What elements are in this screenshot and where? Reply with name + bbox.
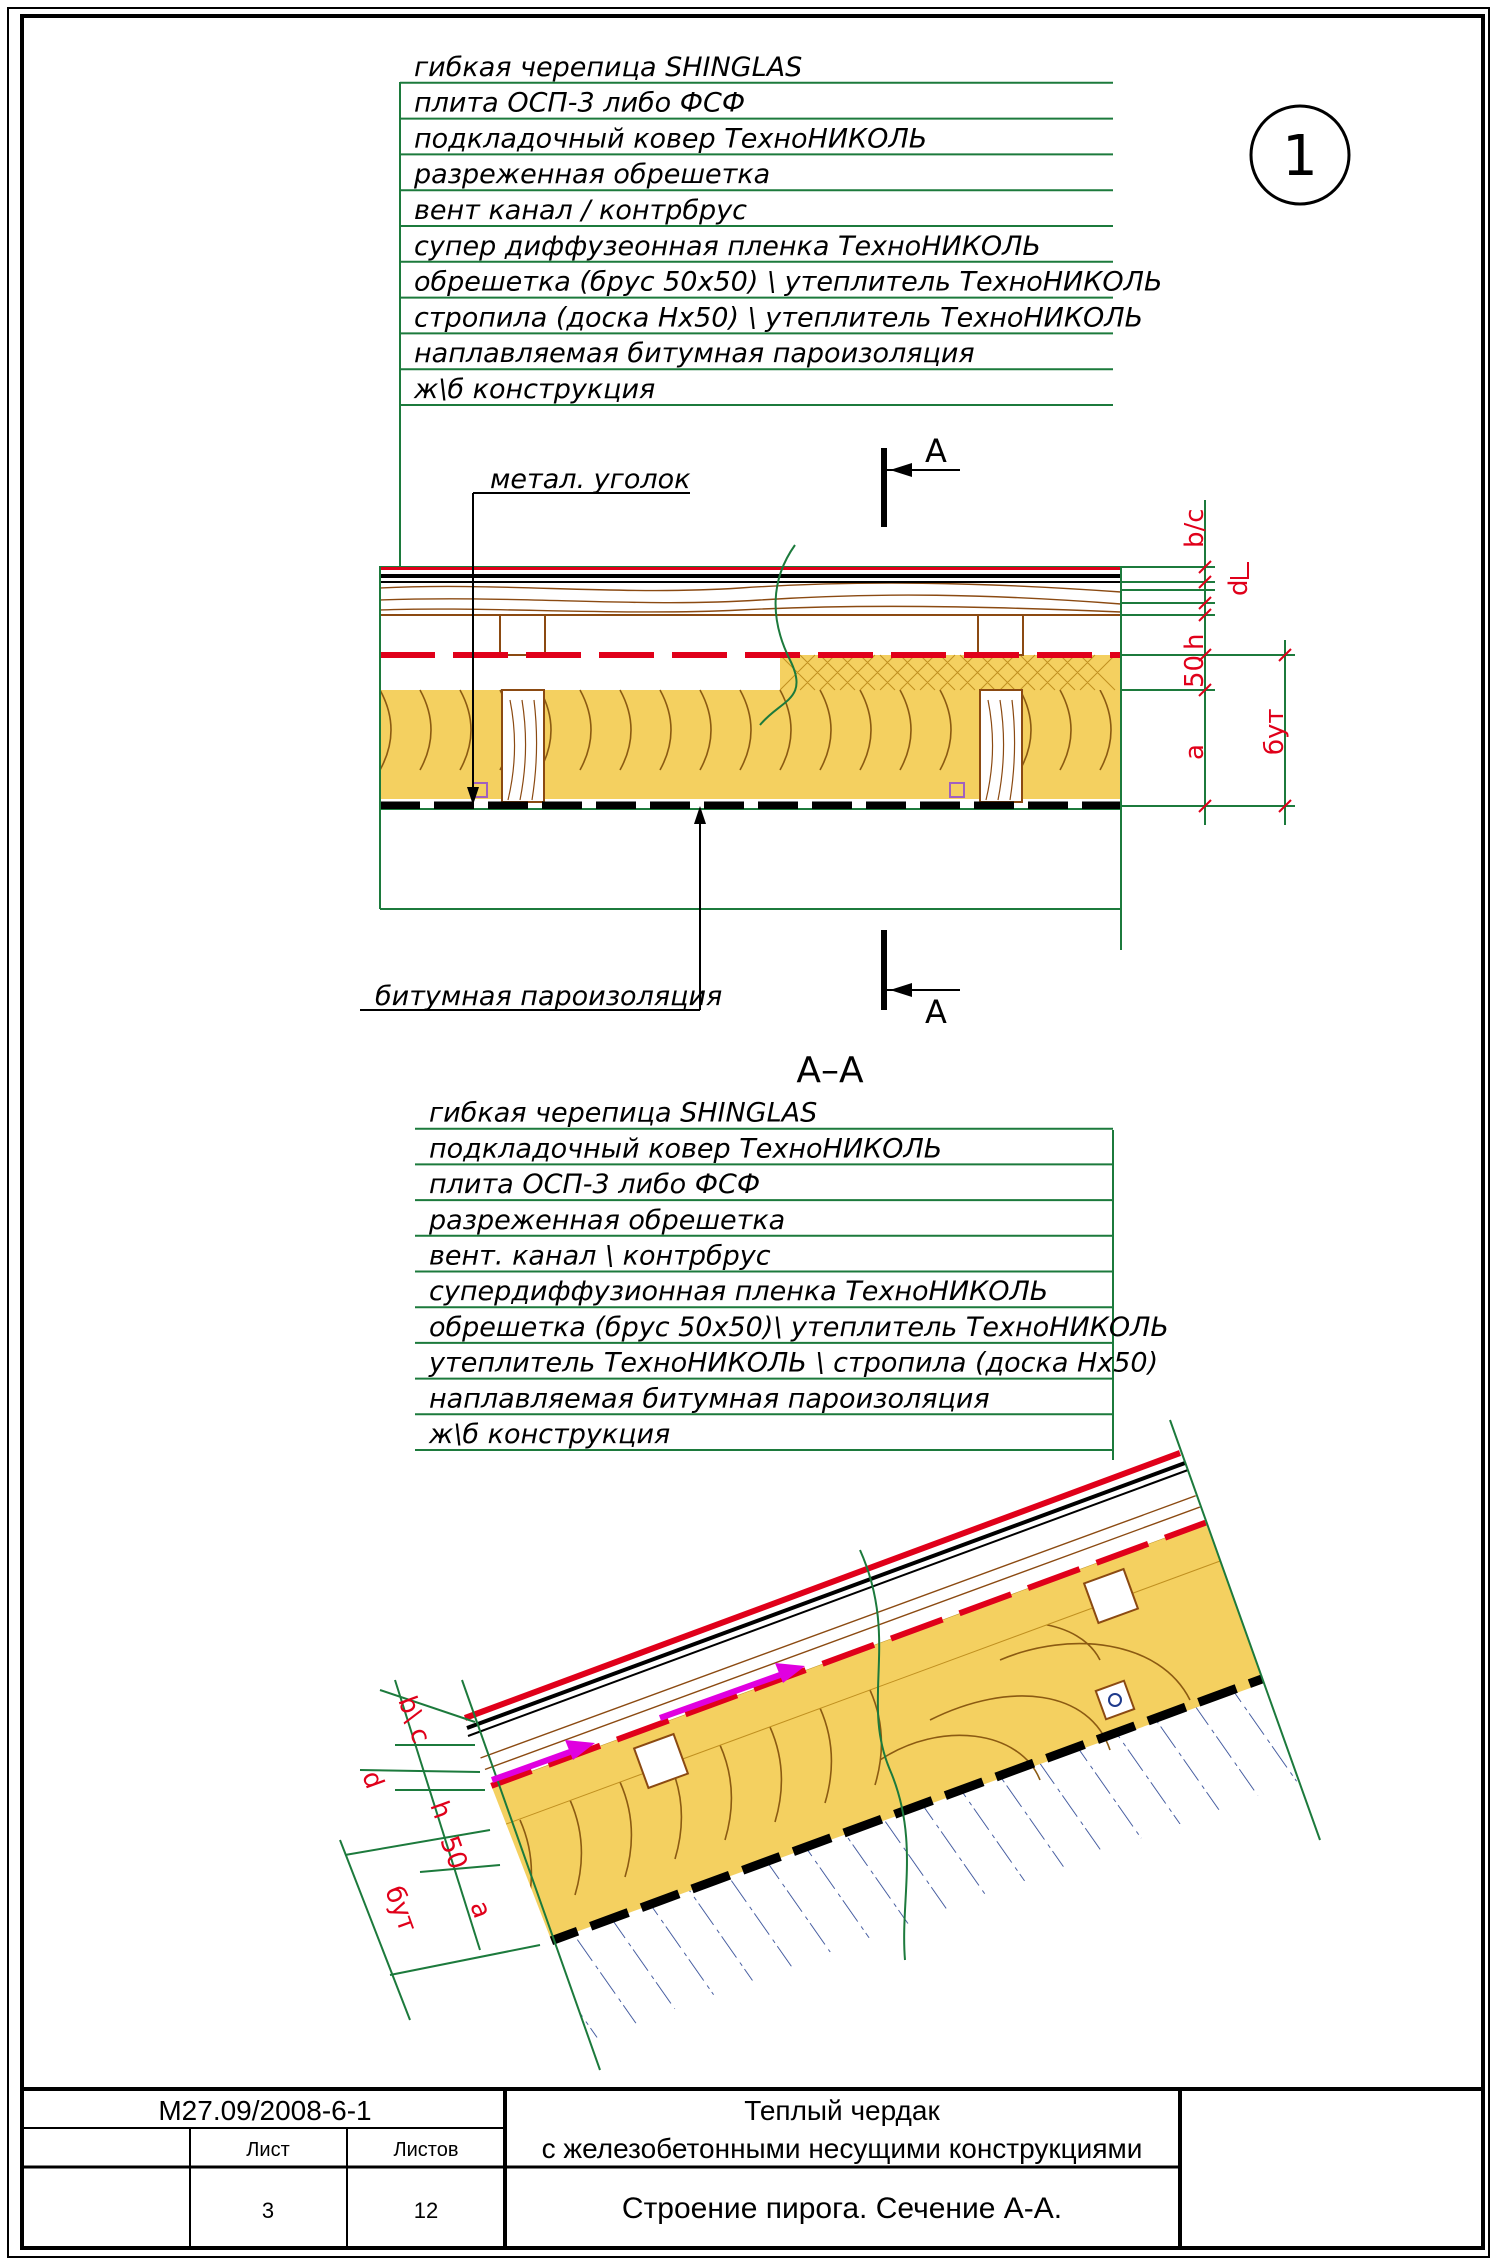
sheet-number-badge: 1 xyxy=(1249,104,1351,206)
svg-text:А: А xyxy=(925,993,947,1031)
layer-label: вент. канал \ контрбрус xyxy=(429,1241,771,1272)
concrete-slab xyxy=(380,809,1121,911)
section-marker-bottom: А xyxy=(881,930,960,1031)
svg-text:бут: бут xyxy=(378,1882,422,1936)
layer-label: гибкая черепица SHINGLAS xyxy=(429,1098,817,1129)
layer-label: утеплитель ТехноНИКОЛЬ \ стропила (доска… xyxy=(428,1348,1158,1379)
layer-label: супердиффузионная пленка ТехноНИКОЛЬ xyxy=(429,1276,1048,1307)
inner-frame xyxy=(20,14,1485,2250)
bottom-dimensions xyxy=(339,1679,541,2021)
layer-label: подкладочный ковер ТехноНИКОЛЬ xyxy=(414,123,927,154)
sheets-value: 12 xyxy=(414,2198,438,2223)
sheets-label: Листов xyxy=(394,2139,459,2161)
layer-label: стропила (доска Нх50) \ утеплитель Техно… xyxy=(414,302,1143,333)
top-dimensions xyxy=(1121,500,1295,825)
svg-text:b\ c: b\ c xyxy=(391,1692,436,1747)
subtitle: Строение пирога. Сечение А-А. xyxy=(622,2192,1062,2225)
layer-label: подкладочный ковер ТехноНИКОЛЬ xyxy=(429,1133,942,1164)
title-block: М27.09/2008-6-1 Лист Листов 3 12 Теплый … xyxy=(22,2087,1483,2248)
layer-label: супер диффузеонная пленка ТехноНИКОЛЬ xyxy=(414,231,1041,262)
layer-label: вент канал / контрбрус xyxy=(414,195,747,226)
title-line-1: Теплый чердак xyxy=(744,2095,940,2126)
callout-bitumen: битумная пароизоляция xyxy=(360,806,722,1012)
svg-text:1: 1 xyxy=(1282,124,1318,189)
svg-text:a: a xyxy=(1180,744,1210,760)
layer-label: разреженная обрешетка xyxy=(428,1205,785,1236)
svg-text:битумная пароизоляция: битумная пароизоляция xyxy=(375,981,722,1012)
svg-text:бут: бут xyxy=(1260,708,1290,755)
bottom-sloped-section xyxy=(461,1419,1321,2071)
airflow-arrows xyxy=(490,1663,805,1783)
svg-text:50: 50 xyxy=(1180,655,1210,688)
top-layer-legend: гибкая черепица SHINGLAS плита ОСП-3 либо… xyxy=(399,52,1163,567)
svg-text:h: h xyxy=(423,1797,457,1823)
svg-text:a: a xyxy=(463,1897,497,1922)
layer-label: наплавляемая битумная пароизоляция xyxy=(414,338,975,369)
layer-label: обрешетка (брус 50х50)\ утеплитель Техно… xyxy=(429,1312,1169,1343)
callout-metal-angle: метал. уголок xyxy=(467,464,691,805)
section-title: А–А xyxy=(796,1050,864,1091)
svg-text:b/c: b/c xyxy=(1180,508,1210,548)
layer-label: плита ОСП-3 либо ФСФ xyxy=(429,1169,760,1200)
bottom-layer-legend: гибкая черепица SHINGLAS подкладочный ков… xyxy=(415,1098,1169,1460)
layer-label: наплавляемая битумная пароизоляция xyxy=(429,1383,990,1414)
layer-label: плита ОСП-3 либо ФСФ xyxy=(414,88,745,119)
layer-label: гибкая черепица SHINGLAS xyxy=(414,52,802,83)
layer-label: обрешетка (брус 50х50) \ утеплитель Техн… xyxy=(414,267,1163,298)
svg-text:d: d xyxy=(1224,579,1254,596)
top-cross-section xyxy=(379,544,1122,950)
layer-label: разреженная обрешетка xyxy=(413,159,770,190)
svg-text:метал. уголок: метал. уголок xyxy=(490,464,691,495)
doc-code: М27.09/2008-6-1 xyxy=(158,2095,371,2126)
title-line-2: с железобетонными несущими конструкциями xyxy=(542,2133,1143,2164)
svg-text:А: А xyxy=(925,432,947,470)
layer-label: ж\б конструкция xyxy=(413,374,655,405)
section-marker-top: А xyxy=(881,432,960,527)
sheet-label: Лист xyxy=(246,2139,289,2161)
layer-label: ж\б конструкция xyxy=(428,1419,670,1450)
svg-text:h: h xyxy=(1180,634,1210,650)
sheet-value: 3 xyxy=(262,2198,274,2223)
outer-frame xyxy=(7,7,1490,2258)
